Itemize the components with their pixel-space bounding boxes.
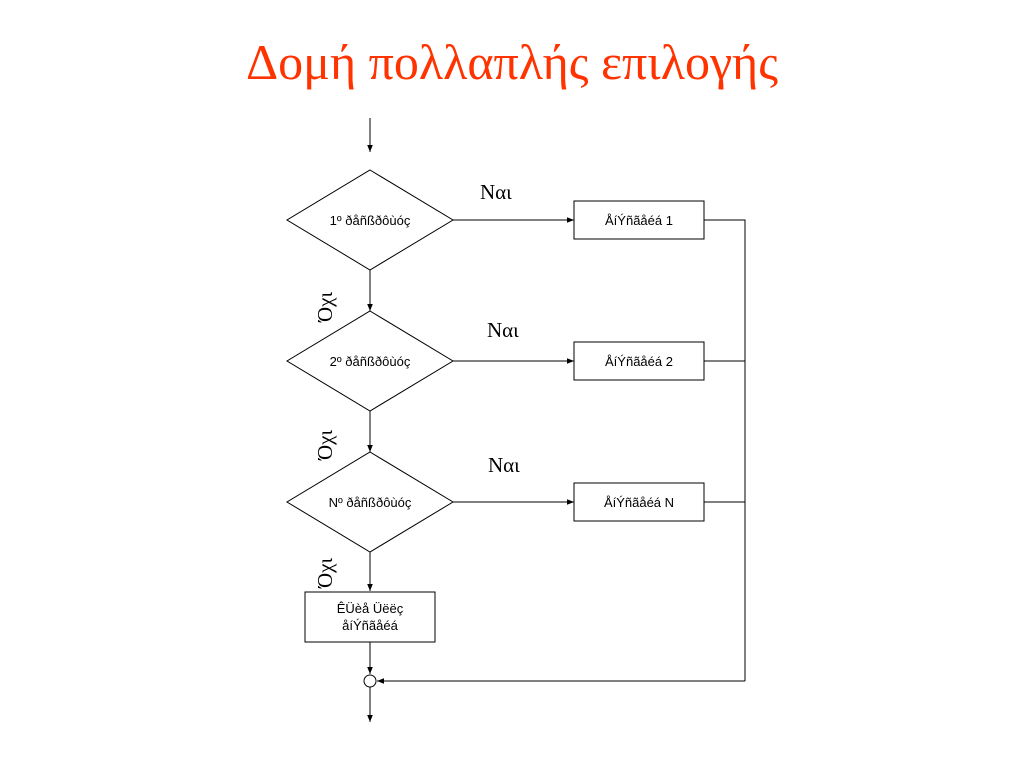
condition-2-label: 2º ðåñßðôùóç <box>330 354 411 369</box>
yes-label-2: Ναι <box>487 318 519 342</box>
no-label-1: Όχι <box>313 292 337 323</box>
condition-n-label: Nº ðåñßðôùóç <box>329 495 412 510</box>
yes-label-n: Ναι <box>488 453 520 477</box>
slide-title: Δομή πολλαπλής επιλογής <box>245 34 778 90</box>
condition-1-label: 1º ðåñßðôùóç <box>330 213 411 228</box>
action-2-box <box>573 341 705 381</box>
join-node <box>363 674 377 688</box>
else-action-label-line1: ÊÜèå Üëëç <box>337 601 404 616</box>
else-action-label-line2: åíÝñãåéá <box>342 618 398 633</box>
action-1-label: ÅíÝñãåéá 1 <box>605 213 673 228</box>
return-line-1 <box>704 219 746 681</box>
else-action-box <box>304 591 436 643</box>
action-n-box <box>573 482 705 522</box>
no-label-n: Όχι <box>313 558 337 589</box>
yes-label-1: Ναι <box>480 180 512 204</box>
no-label-2: Όχι <box>313 430 337 461</box>
action-2-label: ÅíÝñãåéá 2 <box>605 354 673 369</box>
action-n-label: ÅíÝñãåéá N <box>604 495 674 510</box>
